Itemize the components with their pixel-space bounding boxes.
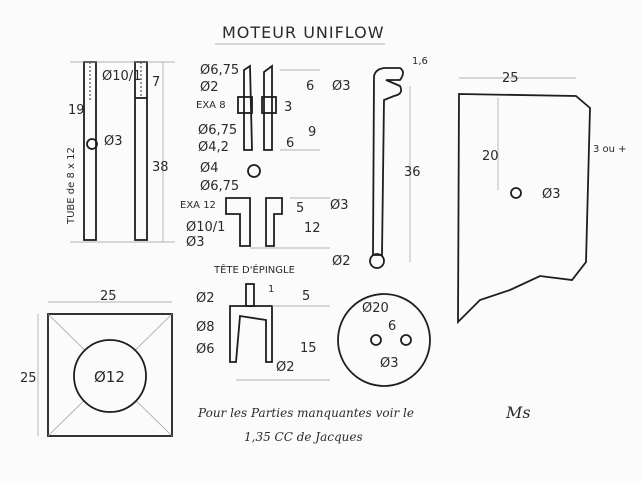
disc-diameter: Ø20 xyxy=(362,301,389,316)
square-part: 25 25 Ø12 xyxy=(20,289,173,437)
plate-height: 20 xyxy=(482,149,499,164)
drawing-title: MOTEUR UNIFLOW xyxy=(222,23,385,42)
note-line-1: Pour les Parties manquantes voir le xyxy=(197,406,414,420)
valve-dim-6b: 6 xyxy=(286,136,294,151)
disc-part: Ø20 6 Ø3 xyxy=(337,293,431,387)
note-line-2: 1,35 CC de Jacques xyxy=(244,430,363,444)
valve-dim-3: 3 xyxy=(284,100,292,115)
rod-len: 36 xyxy=(404,165,421,180)
plate-hole: Ø3 xyxy=(542,187,561,202)
disc-holes: Ø3 xyxy=(380,356,399,371)
valve-d3: Ø6,75 xyxy=(198,123,237,138)
valve-ball: Ø4 xyxy=(200,161,219,176)
valve-part: Ø6,75 Ø2 EXA 8 Ø6,75 Ø4,2 Ø4 6 3 9 6 xyxy=(196,63,320,178)
plate-part: 25 20 Ø3 3 ou + xyxy=(457,71,627,325)
plate-width: 25 xyxy=(502,71,519,86)
valve-d2: Ø2 xyxy=(200,80,219,95)
square-center: Ø12 xyxy=(94,368,125,386)
rod-part: Ø3 1,6 36 Ø3 Ø2 xyxy=(330,56,428,269)
plug-part: Ø6,75 EXA 12 Ø10/1 Ø3 5 12 xyxy=(180,179,330,250)
valve-d4: Ø4,2 xyxy=(198,140,229,155)
rod-top: Ø3 xyxy=(332,79,351,94)
plug-thread: Ø10/1 xyxy=(186,220,225,235)
valve-hex: EXA 8 xyxy=(196,100,226,111)
plate-thickness: 3 ou + xyxy=(593,144,627,155)
rod-pin: 1,6 xyxy=(412,56,428,67)
valve-dim-9: 9 xyxy=(308,125,316,140)
piston-inner: Ø6 xyxy=(196,342,215,357)
plug-dim-5: 5 xyxy=(296,201,304,216)
plug-bore: Ø3 xyxy=(186,235,205,250)
rod-mid: Ø3 xyxy=(330,198,349,213)
tube-thread: Ø10/1 xyxy=(102,69,141,84)
piston-pin-d: Ø2 xyxy=(196,291,215,306)
tube-thread-len: 7 xyxy=(152,75,160,90)
piston-part: TÊTE D'ÉPINGLE Ø2 1 Ø8 Ø6 Ø2 5 15 xyxy=(196,263,330,381)
piston-pin-label: TÊTE D'ÉPINGLE xyxy=(213,263,295,276)
plug-dim-12: 12 xyxy=(304,221,321,236)
piston-hole: Ø2 xyxy=(276,360,295,375)
valve-d1: Ø6,75 xyxy=(200,63,239,78)
square-width: 25 xyxy=(100,289,117,304)
signature: Ms xyxy=(505,403,531,422)
tube-total: 38 xyxy=(152,160,169,175)
tube-len-top: 19 xyxy=(68,103,85,118)
piston-outer: Ø8 xyxy=(196,320,215,335)
piston-dim-15: 15 xyxy=(300,341,317,356)
rod-bottom: Ø2 xyxy=(332,254,351,269)
square-height: 25 xyxy=(20,371,37,386)
tube-label: TUBE de 8 x 12 xyxy=(66,147,77,225)
piston-dim-5: 5 xyxy=(302,289,310,304)
tube-part: 19 Ø10/1 Ø3 7 38 TUBE de 8 x 12 xyxy=(66,61,175,243)
plug-hex: EXA 12 xyxy=(180,200,216,211)
tube-hole: Ø3 xyxy=(104,134,123,149)
disc-spacing: 6 xyxy=(388,319,396,334)
plug-d1: Ø6,75 xyxy=(200,179,239,194)
valve-dim-6a: 6 xyxy=(306,79,314,94)
piston-pin-h: 1 xyxy=(268,284,274,295)
